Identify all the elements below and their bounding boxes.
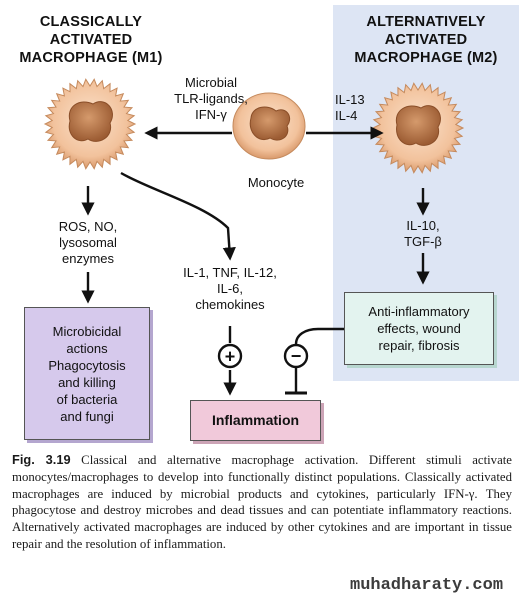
m1-stimuli-label: Microbial TLR-ligands, IFN-γ (156, 75, 266, 123)
m1-macrophage-icon (43, 78, 137, 170)
anti-inflammatory-line: effects, wound (377, 321, 461, 336)
m1-products-line: enzymes (61, 251, 115, 266)
m1-title: CLASSICALLY ACTIVATED MACROPHAGE (M1) (6, 13, 176, 67)
m2-stimuli-line: IL-4 (335, 108, 358, 123)
m1-title-line: ACTIVATED (49, 32, 133, 48)
plus-sign-text: + (225, 347, 236, 367)
cytokines-line: chemokines (195, 297, 265, 312)
m2-title-line: ACTIVATED (384, 32, 468, 48)
m1-products-label: ROS, NO, lysosomal enzymes (38, 219, 138, 267)
inhibition-line-upper (294, 327, 344, 345)
cytokines-label: IL-1, TNF, IL-12, IL-6, chemokines (165, 265, 295, 313)
monocyte-label: Monocyte (247, 175, 305, 190)
plus-sign-icon: + (217, 343, 243, 369)
microbicidal-line: Phagocytosis (48, 357, 126, 373)
m2-title-line: ALTERNATIVELY (366, 14, 486, 30)
microbicidal-line: and fungi (60, 408, 114, 424)
m2-products-line: IL-10, (406, 218, 440, 233)
m1-title-line: CLASSICALLY (39, 14, 143, 30)
anti-inflammatory-line: repair, fibrosis (378, 338, 460, 353)
inflammation-box: Inflammation (190, 400, 321, 441)
m2-stimuli-label: IL-13 IL-4 (335, 92, 379, 124)
watermark: muhadharaty.com (350, 576, 504, 595)
microbicidal-line: of bacteria (56, 391, 118, 407)
caption-text: Classical and alternative macrophage act… (12, 453, 512, 551)
caption-figure-number: Fig. 3.19 (12, 452, 71, 467)
m1-stimuli-line: IFN-γ (195, 107, 227, 122)
microbicidal-line: actions (66, 340, 108, 356)
minus-sign-icon: − (283, 343, 309, 369)
microbicidal-actions-box: Microbicidal actions Phagocytosis and ki… (24, 307, 150, 440)
m1-title-line: MACROPHAGE (M1) (19, 50, 163, 66)
m2-title-line: MACROPHAGE (M2) (354, 50, 498, 66)
anti-inflammatory-line: Anti-inflammatory (368, 304, 470, 319)
anti-inflammatory-box: Anti-inflammatory effects, wound repair,… (344, 292, 494, 365)
microbicidal-line: and killing (58, 374, 116, 390)
m1-products-line: lysosomal (59, 235, 117, 250)
arrow-m1-to-cytokines (120, 171, 236, 261)
m1-stimuli-line: Microbial (184, 75, 237, 90)
minus-sign-text: − (291, 346, 302, 366)
arrows (81, 126, 430, 396)
monocyte-icon (232, 92, 306, 160)
microbicidal-line: Microbicidal (52, 323, 122, 339)
m2-macrophage-icon (371, 82, 465, 174)
cytokines-line: IL-6, (216, 281, 243, 296)
figure-caption: Fig. 3.19 Classical and alternative macr… (12, 452, 512, 553)
m2-products-line: TGF-β (404, 234, 442, 249)
m1-products-line: ROS, NO, (58, 219, 118, 234)
m2-stimuli-line: IL-13 (335, 92, 365, 107)
cytokines-line: IL-1, TNF, IL-12, (183, 265, 277, 280)
m2-title: ALTERNATIVELY ACTIVATED MACROPHAGE (M2) (338, 13, 514, 67)
m2-products-label: IL-10, TGF-β (383, 218, 463, 250)
m1-stimuli-line: TLR-ligands, (174, 91, 248, 106)
